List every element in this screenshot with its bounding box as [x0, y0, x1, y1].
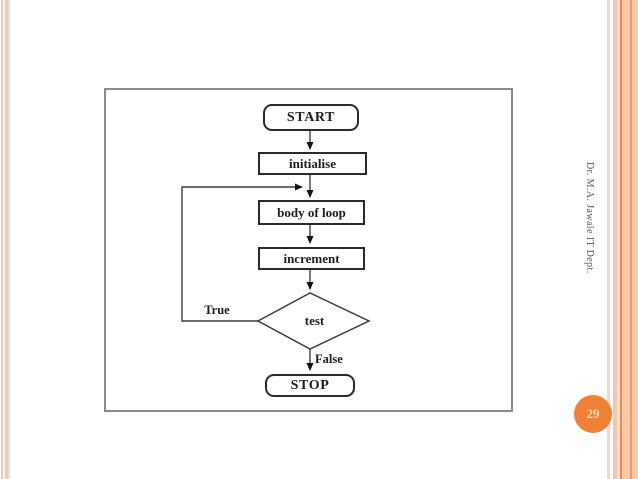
- left-border-stripes: [0, 0, 11, 479]
- branch-label-false: False: [315, 352, 343, 366]
- flowchart-frame: START initialise body of loop increment …: [104, 88, 513, 412]
- page-number: 29: [586, 406, 600, 421]
- flowchart-node-start: START: [263, 104, 359, 131]
- page-number-badge: 29: [574, 395, 612, 433]
- flowchart-node-body-of-loop: body of loop: [258, 200, 365, 225]
- branch-label-true: True: [204, 303, 230, 317]
- flowchart-node-test: test: [304, 313, 325, 328]
- flowchart-connectors: [181, 131, 371, 371]
- right-border-stripes: [607, 0, 638, 479]
- decision-diamond: [256, 292, 371, 350]
- flowchart-node-initialise: initialise: [258, 152, 367, 175]
- flowchart-node-stop: STOP: [265, 374, 355, 397]
- flowchart-node-increment: increment: [258, 247, 365, 270]
- credit-vertical-text: Dr. M.A. Jawale IT Dept.: [584, 162, 595, 274]
